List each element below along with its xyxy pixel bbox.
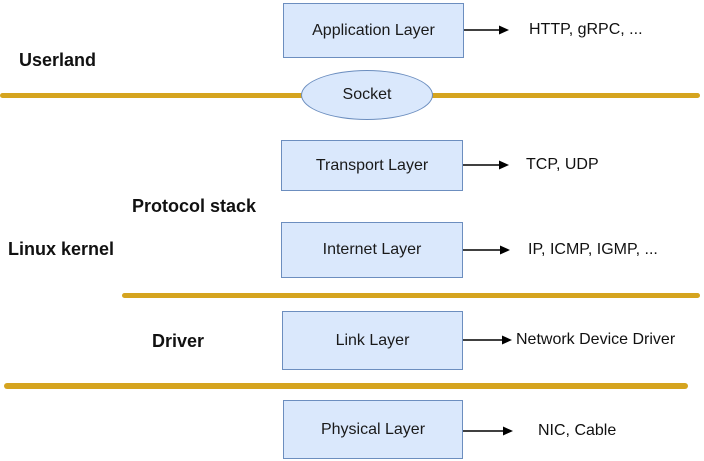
link-layer-label: Link Layer bbox=[335, 331, 410, 349]
driver-label: Driver bbox=[152, 331, 205, 351]
transport-layer-arrow bbox=[463, 160, 509, 170]
internet-layer-label: Internet Layer bbox=[322, 241, 422, 258]
socket-node: Socket bbox=[301, 70, 433, 120]
kernel-hardware-boundary-line bbox=[4, 383, 688, 389]
internet-layer-arrow bbox=[463, 245, 510, 255]
link-driver-text: Network Device Driver bbox=[516, 331, 676, 348]
physical-layer-label: Physical Layer bbox=[320, 420, 426, 438]
protocol-stack-driver-boundary-line bbox=[122, 293, 700, 298]
link-layer-box: Link Layer bbox=[282, 311, 463, 370]
physical-media-text: NIC, Cable bbox=[538, 422, 617, 439]
protocol-stack-label: Protocol stack bbox=[132, 196, 257, 216]
userland-label: Userland bbox=[19, 50, 97, 70]
application-layer-arrow bbox=[464, 25, 509, 35]
internet-protocols-text: IP, ICMP, IGMP, ... bbox=[528, 241, 658, 258]
transport-protocols-text: TCP, UDP bbox=[526, 156, 599, 173]
physical-layer-box: Physical Layer bbox=[283, 400, 463, 459]
internet-layer-box: Internet Layer bbox=[281, 222, 463, 278]
link-layer-arrow bbox=[463, 335, 512, 345]
application-layer-box: Application Layer bbox=[283, 3, 464, 58]
application-layer-label: Application Layer bbox=[312, 21, 435, 39]
socket-label: Socket bbox=[342, 86, 392, 103]
transport-layer-label: Transport Layer bbox=[315, 156, 429, 174]
linux-kernel-label: Linux kernel bbox=[8, 239, 115, 259]
application-protocols-text: HTTP, gRPC, ... bbox=[529, 21, 643, 38]
physical-layer-arrow bbox=[463, 426, 513, 436]
transport-layer-box: Transport Layer bbox=[281, 140, 463, 191]
